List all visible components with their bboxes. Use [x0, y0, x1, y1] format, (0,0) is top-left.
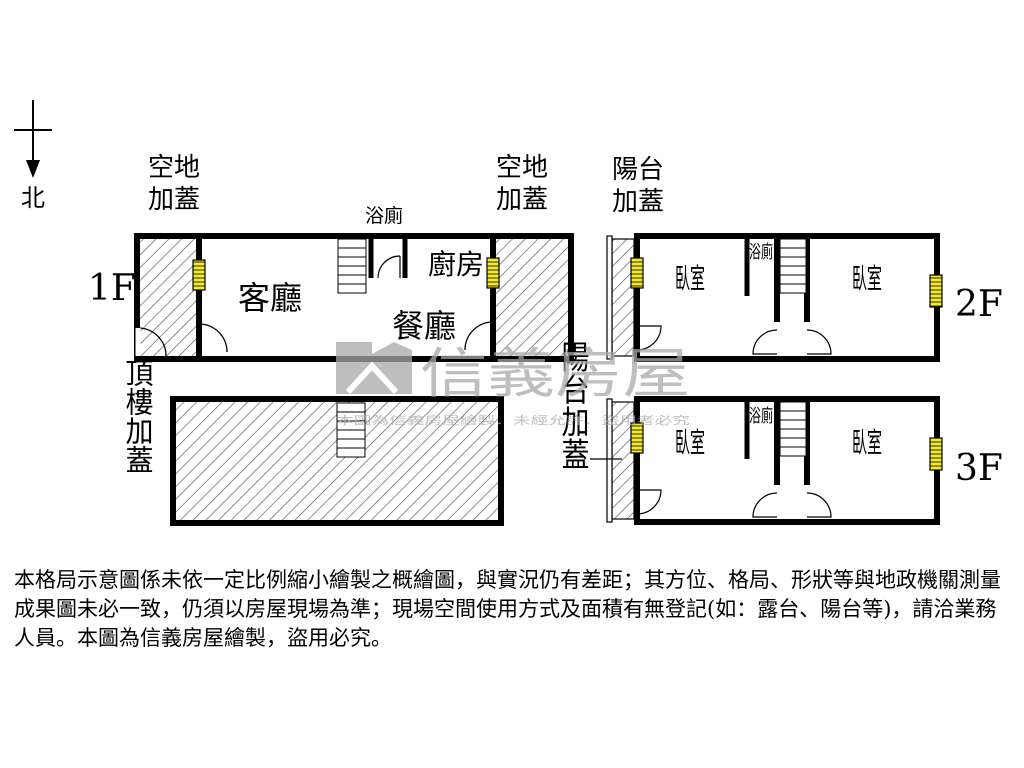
- compass: 北: [14, 100, 52, 212]
- watermark-small: 本圖為信義房屋繪製．未經允許．盜用者必究: [336, 413, 690, 427]
- roof-outline: [170, 396, 504, 526]
- floor-3f: 陽台加蓋 臥室 浴廁 臥室 3F: [558, 340, 1003, 525]
- bedroom-3f-back-label: 臥室: [852, 426, 882, 459]
- window: [630, 257, 644, 289]
- floor-1f: 空地加蓋 1F 浴廁 客廳 廚房 餐廳 空地加蓋: [88, 153, 574, 362]
- living-room-label: 客廳: [238, 279, 302, 317]
- floor-2f: 陽台加蓋 臥室 浴廁 臥室 2F: [606, 155, 1003, 362]
- north-label: 北: [21, 184, 45, 212]
- yard-left-label-1: 空地加蓋: [148, 153, 200, 215]
- window: [192, 259, 206, 291]
- bedroom-3f-front-label: 臥室: [675, 426, 705, 459]
- balcony-3f-label: 陽台加蓋: [558, 340, 591, 470]
- roof-annex: 頂樓加蓋: [122, 358, 504, 526]
- door-swing: [752, 329, 778, 355]
- door-swing: [806, 329, 832, 355]
- door-swing: [636, 489, 662, 515]
- roof-label: 頂樓加蓋: [122, 358, 155, 474]
- bathroom-2f-label: 浴廁: [749, 241, 773, 263]
- floor-1f-label: 1F: [88, 268, 136, 309]
- window: [630, 422, 644, 454]
- disclaimer-text: 本格局示意圖係未依一定比例縮小繪製之概繪圖，與實況仍有差距；其方位、格局、形狀等…: [14, 568, 1001, 650]
- arrow-down-icon: [26, 160, 40, 178]
- floor-2f-label: 2F: [955, 284, 1003, 325]
- balcony-2f-hatch: [611, 238, 635, 357]
- window: [929, 274, 943, 308]
- watermark: 信義房屋 本圖為信義房屋繪製．未經允許．盜用者必究: [336, 342, 690, 427]
- floor-plan: 北 空地加蓋 1F 浴廁 客廳 廚房 餐廳 空地加蓋: [14, 100, 1003, 526]
- door-swing: [198, 323, 228, 353]
- bedroom-2f-front-label: 臥室: [675, 262, 705, 295]
- bathroom-1f-label: 浴廁: [365, 204, 403, 227]
- balcony-2f-label: 陽台加蓋: [612, 155, 664, 217]
- window: [486, 257, 500, 289]
- dining-room-label: 餐廳: [392, 307, 456, 345]
- door-swing: [752, 492, 778, 518]
- door-swing: [806, 492, 832, 518]
- logo-roof-icon: [345, 361, 399, 395]
- door-swing: [137, 327, 167, 357]
- balcony-2f-rail: [606, 235, 613, 360]
- watermark-brand: 信義房屋: [420, 342, 690, 405]
- balcony-3f-rail: [606, 398, 613, 523]
- floor-3f-label: 3F: [955, 448, 1003, 489]
- door-swing: [464, 321, 494, 351]
- bathroom-3f-label: 浴廁: [749, 405, 773, 427]
- kitchen-label: 廚房: [428, 248, 484, 281]
- bedroom-2f-back-label: 臥室: [852, 262, 882, 295]
- yard-left-hatch: [140, 239, 200, 356]
- yard-right-hatch: [496, 239, 568, 356]
- yard-right-label: 空地加蓋: [496, 153, 548, 215]
- door-swing: [377, 255, 401, 279]
- door-swing: [636, 325, 662, 351]
- window: [929, 437, 943, 471]
